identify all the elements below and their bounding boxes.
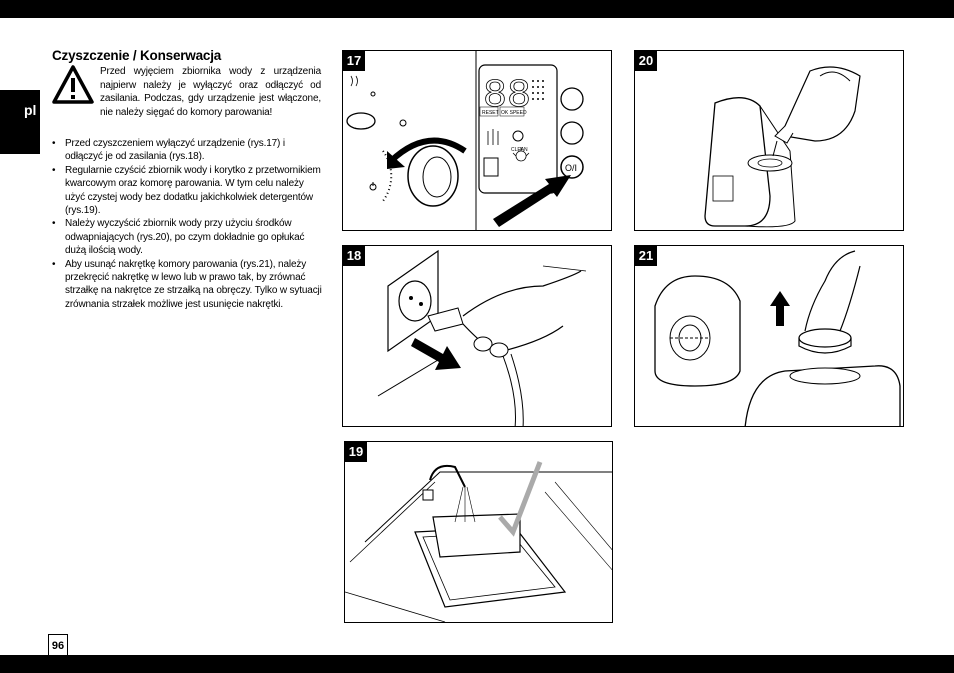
ok-speed-label: OK SPEED: [501, 110, 527, 116]
clean-label: CLEAN: [511, 147, 528, 153]
section-title: Czyszczenie / Konserwacja: [52, 48, 222, 63]
unplug-illustration: [377, 249, 587, 426]
figure-19: 19: [344, 441, 613, 623]
warning-text: Przed wyjęciem zbiornika wody z urządzen…: [100, 66, 321, 118]
language-tab: pl: [0, 90, 40, 154]
reset-label: RESET: [482, 110, 499, 116]
figure-21: 21: [634, 245, 904, 427]
instruction-list: Przed czyszczeniem wyłączyć urządzenie (…: [52, 137, 322, 311]
page-number: 96: [48, 634, 68, 655]
figure-number: 21: [635, 246, 657, 266]
figure-20: 20: [634, 50, 904, 231]
svg-text:O/I: O/I: [565, 163, 577, 173]
figure-number: 18: [343, 246, 365, 266]
list-item: Aby usunąć nakrętkę komory parowania (ry…: [52, 258, 322, 312]
pour-descaler-illustration: [704, 66, 861, 228]
list-item: Przed czyszczeniem wyłączyć urządzenie (…: [52, 137, 322, 164]
bottom-bar: [0, 655, 954, 673]
list-item: Należy wyczyścić zbiornik wody przy użyc…: [52, 217, 322, 257]
figure-17: 17 88 RESET OK SPEED CLEAN: [342, 50, 612, 231]
list-item: Regularnie czyścić zbiornik wody i koryt…: [52, 164, 322, 218]
figure-number: 19: [345, 442, 367, 462]
control-panel-illustration: 88 RESET OK SPEED CLEAN O/I: [346, 51, 584, 230]
remove-cap-illustration: [654, 250, 901, 426]
figure-number: 20: [635, 51, 657, 71]
figure-number: 17: [343, 51, 365, 71]
figure-18: 18: [342, 245, 612, 427]
rinse-tank-illustration: [345, 461, 612, 622]
top-bar: [0, 0, 954, 18]
warning-triangle-icon: [52, 65, 94, 104]
